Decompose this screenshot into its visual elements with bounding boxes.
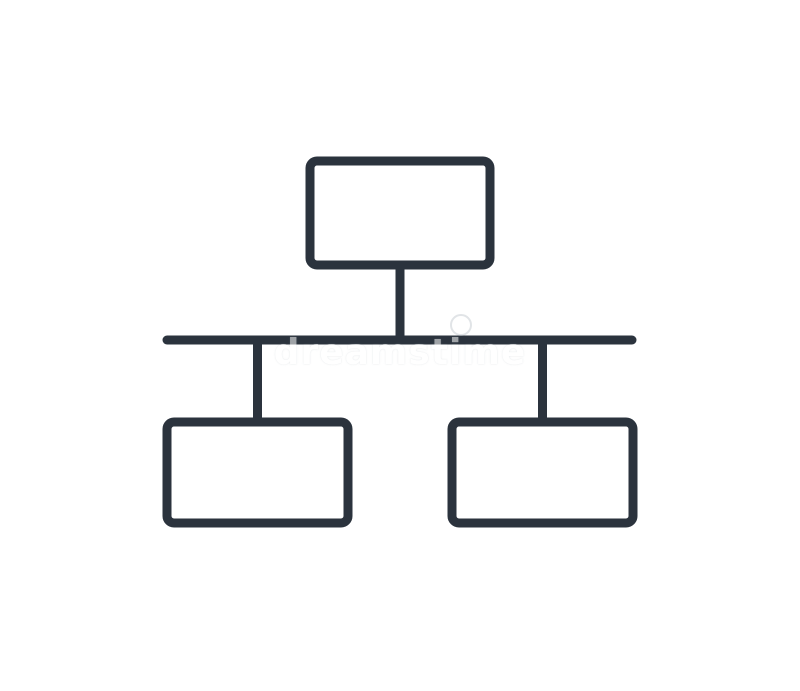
node-group (162, 156, 638, 528)
child-left-box (162, 417, 353, 528)
child-right-box (447, 417, 638, 528)
connector-group (162, 265, 637, 422)
watermark-logo-icon (450, 314, 472, 336)
parent-box (305, 156, 495, 270)
